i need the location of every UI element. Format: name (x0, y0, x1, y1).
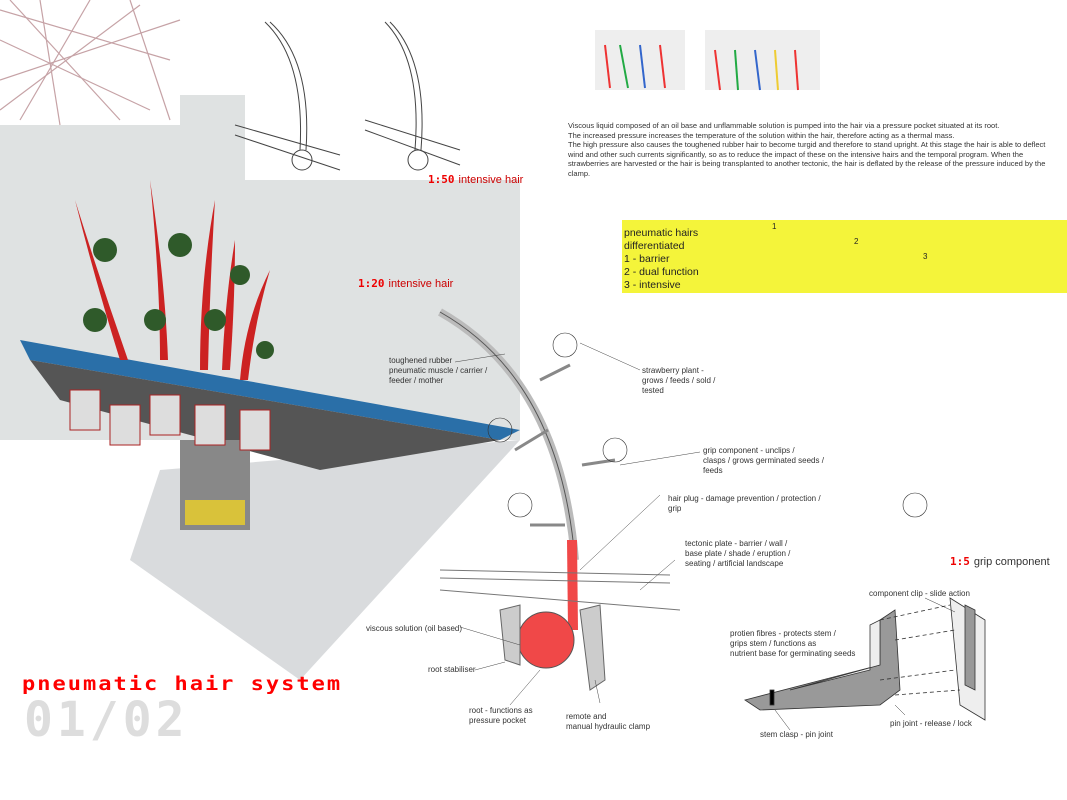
description-text: Viscous liquid composed of an oil base a… (568, 121, 1046, 178)
marker-2: 2 (854, 237, 859, 246)
label-toughened-rubber: toughened rubber pneumatic muscle / carr… (389, 356, 488, 385)
label-strawberry-plant: strawberry plant - grows / feeds / sold … (642, 366, 716, 395)
hair-model-photos (595, 30, 820, 91)
marker-3: 3 (923, 252, 928, 261)
sheet-number: 01/02 (24, 692, 189, 748)
label-component-clip: component clip - slide action (869, 589, 970, 598)
label-root-stabiliser: root stabiliser (428, 665, 476, 674)
hair-diagram-1-20 (438, 308, 928, 706)
label-tectonic-plate: tectonic plate - barrier / wall / base p… (685, 539, 791, 568)
label-hair-plug: hair plug - damage prevention / protecti… (668, 494, 821, 513)
scale-ratio: 1:5 (950, 555, 970, 568)
scale-text: intensive hair (388, 278, 454, 290)
differentiation-panel: pneumatic hairs differentiated 1 - barri… (622, 220, 1067, 293)
label-stem-clasp: stem clasp - pin joint (760, 730, 833, 739)
scale-ratio: 1:50 (428, 173, 455, 186)
tectonic-render (20, 180, 520, 530)
grip-component-diagram (744, 597, 986, 731)
marker-1: 1 (772, 222, 777, 231)
scale-text: intensive hair (458, 174, 524, 186)
scale-ratio: 1:20 (358, 277, 385, 290)
label-hydraulic-clamp: remote and manual hydraulic clamp (566, 712, 651, 731)
scale-text: grip component (973, 556, 1050, 568)
hair-sketch-1-50 (234, 21, 461, 171)
label-grip-component: grip component - unclips / clasps / grow… (703, 446, 824, 475)
label-viscous-solution: viscous solution (oil based) (366, 624, 463, 633)
hair-texture-photo (0, 0, 181, 126)
board-title: pneumatic hair system (22, 673, 343, 696)
differentiation-text: pneumatic hairs differentiated 1 - barri… (624, 227, 699, 291)
label-root: root - functions as pressure pocket (469, 706, 533, 725)
label-pin-joint: pin joint - release / lock (890, 719, 972, 728)
label-protein-fibres: protien fibres - protects stem / grips s… (730, 629, 856, 658)
grey-panel (0, 95, 520, 440)
